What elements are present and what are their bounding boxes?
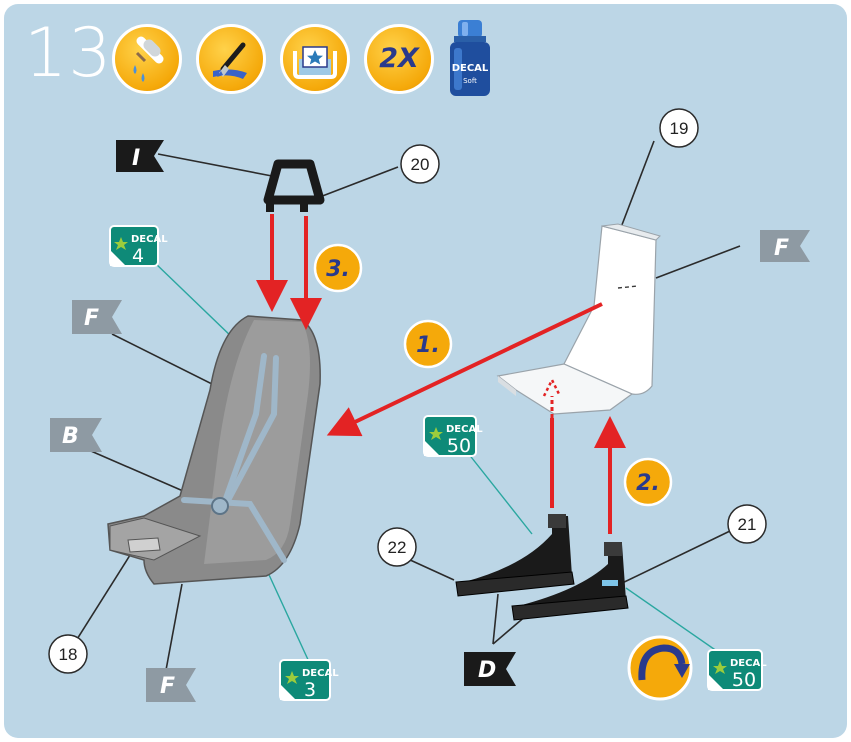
step-label: 1. [416, 333, 440, 358]
callout-18: 18 [48, 634, 88, 674]
flag-label: F [774, 236, 789, 261]
step-marker-2: 2. [623, 457, 673, 507]
decal-number: 4 [132, 245, 144, 267]
flag-label: B [62, 424, 79, 449]
bottle-variant-label: Soft [463, 77, 477, 85]
seat-back-part-19 [496, 223, 661, 415]
multiplier-label: 2X [379, 43, 419, 74]
decal-number: 3 [304, 679, 316, 701]
step-number: 13 [24, 14, 113, 93]
flag-label: F [84, 306, 99, 331]
flag-F-seat-front: F [146, 668, 196, 702]
seat-stand-part-21 [511, 542, 629, 621]
step-label: 3. [326, 257, 350, 282]
callout-22: 22 [377, 527, 417, 567]
decal-tag-50-stand: DECAL 50 [423, 415, 483, 457]
instruction-panel: 13 2X [4, 4, 847, 738]
step-label: 2. [636, 471, 660, 496]
flag-F-seat-back: F [760, 230, 810, 262]
decal-tag-3: DECAL 3 [279, 659, 339, 701]
step-marker-1: 1. [403, 319, 453, 369]
decal-word: DECAL [131, 234, 168, 245]
part-number: 20 [411, 155, 430, 174]
part-number: 18 [59, 645, 78, 664]
decal-word: DECAL [446, 424, 483, 435]
flag-I: I [116, 140, 164, 172]
assembly-diagram: I F F B F D 20 19 [48, 108, 810, 702]
flag-label: F [160, 674, 175, 699]
flip-over-icon [627, 635, 693, 701]
decal-tag-50-base: DECAL 50 [707, 649, 767, 691]
flag-D: D [464, 652, 516, 686]
part-number: 19 [670, 119, 689, 138]
callout-20: 20 [400, 144, 440, 184]
assembly-arrows [256, 214, 626, 534]
glue-dropper-icon [112, 24, 182, 94]
decal-word: DECAL [302, 668, 339, 679]
decal-word: DECAL [730, 658, 767, 669]
paint-brush-icon [196, 24, 266, 94]
part-number: 21 [738, 515, 757, 534]
times-two-icon: 2X [364, 24, 434, 94]
callout-19: 19 [659, 108, 699, 148]
decal-soft-bottle-icon: DECAL Soft [444, 18, 496, 98]
flag-label: D [478, 658, 496, 683]
bottle-brand-label: DECAL [451, 63, 489, 74]
decal-number: 50 [732, 669, 756, 691]
step-marker-3: 3. [313, 243, 363, 293]
headrest-part-20 [263, 159, 325, 212]
flag-B: B [50, 418, 102, 452]
leader-lines [73, 140, 741, 671]
flag-F-seat-side: F [72, 300, 122, 334]
decal-tag-4: DECAL 4 [109, 225, 168, 267]
seat-part-18 [107, 315, 321, 585]
decal-water-icon [280, 24, 350, 94]
flag-label: I [132, 146, 140, 171]
part-number: 22 [388, 538, 407, 557]
seat-stand-part-22 [455, 514, 575, 597]
callout-21: 21 [727, 504, 767, 544]
decal-number: 50 [447, 435, 471, 457]
